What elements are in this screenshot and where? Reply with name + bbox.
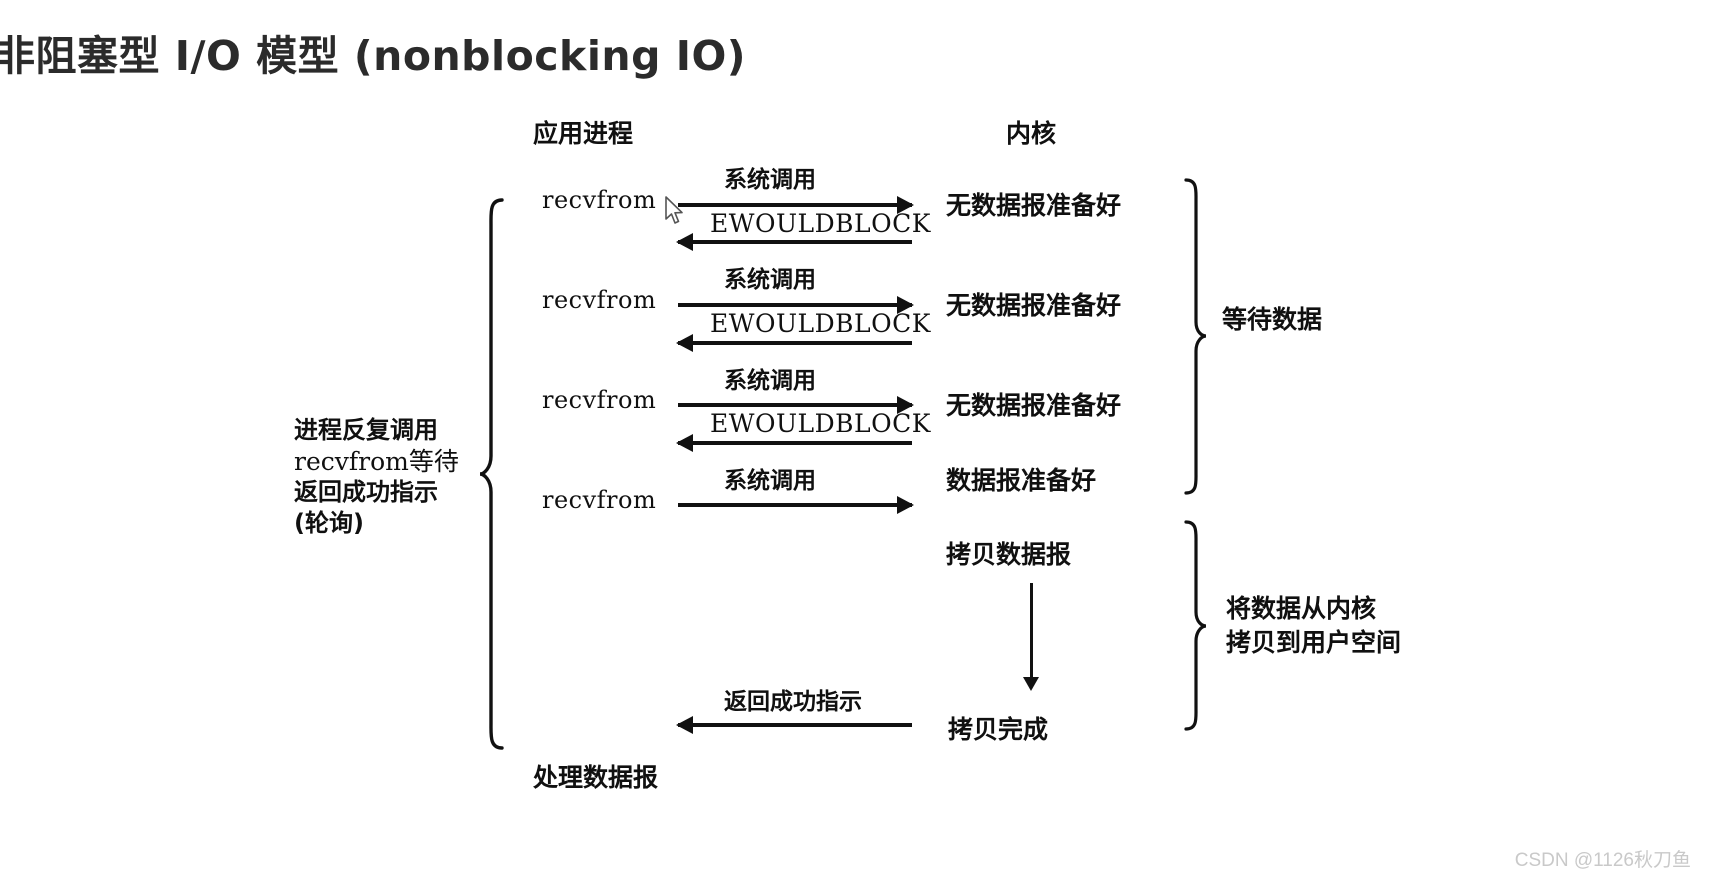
call-label-recvfrom-1: recvfrom — [542, 186, 657, 214]
page-title: 非阻塞型 I/O 模型 (nonblocking IO) — [0, 32, 747, 80]
arrow-request-1 — [678, 196, 914, 214]
brace-label-wait-data: 等待数据 — [1222, 305, 1323, 334]
arrow-request-3 — [678, 396, 914, 414]
process-note-line-4: (轮询) — [294, 509, 364, 537]
kernel-state-1: 无数据报准备好 — [946, 191, 1122, 220]
arrow-copy-down — [1023, 583, 1039, 691]
arrow-response-2 — [676, 334, 912, 352]
process-note-line-1: 进程反复调用 — [294, 416, 438, 444]
arrow-response-1 — [676, 233, 912, 251]
arrow-label-ewouldblock-2: EWOULDBLOCK — [710, 309, 931, 338]
arrow-return-success — [676, 716, 912, 734]
call-label-recvfrom-4: recvfrom — [542, 486, 657, 514]
arrow-request-4 — [678, 496, 914, 514]
process-note-line-2: recvfrom等待 — [294, 447, 459, 476]
arrow-label-return-success: 返回成功指示 — [724, 689, 862, 715]
wait-data-brace — [1182, 178, 1208, 496]
arrow-label-syscall-4: 系统调用 — [724, 468, 816, 494]
arrow-label-ewouldblock-3: EWOULDBLOCK — [710, 409, 931, 438]
kernel-state-2: 无数据报准备好 — [946, 291, 1122, 320]
arrow-label-syscall-3: 系统调用 — [724, 368, 816, 394]
brace-label-copy-to-user-line-1: 将数据从内核 — [1226, 594, 1377, 623]
watermark: CSDN @1126秋刀鱼 — [1514, 850, 1691, 871]
bottom-label-process-datagram: 处理数据报 — [533, 763, 659, 792]
kernel-state-3: 无数据报准备好 — [946, 391, 1122, 420]
column-heading-kernel: 内核 — [1006, 119, 1057, 148]
column-heading-application: 应用进程 — [533, 119, 634, 148]
copy-to-user-brace — [1182, 520, 1208, 732]
copy-complete-label: 拷贝完成 — [948, 715, 1049, 744]
arrow-label-syscall-1: 系统调用 — [724, 167, 816, 193]
process-note-line-3: 返回成功指示 — [294, 478, 438, 506]
mouse-pointer-icon — [664, 196, 686, 226]
copy-datagram-label: 拷贝数据报 — [946, 540, 1072, 569]
brace-label-copy-to-user-line-2: 拷贝到用户空间 — [1226, 628, 1402, 657]
call-label-recvfrom-3: recvfrom — [542, 386, 657, 414]
arrow-label-syscall-2: 系统调用 — [724, 267, 816, 293]
arrow-response-3 — [676, 434, 912, 452]
arrow-request-2 — [678, 296, 914, 314]
kernel-state-4: 数据报准备好 — [946, 466, 1097, 495]
process-note: 进程反复调用 recvfrom等待 返回成功指示 (轮询) — [294, 415, 459, 539]
process-brace — [478, 198, 504, 750]
brace-label-copy-to-user: 将数据从内核 拷贝到用户空间 — [1226, 592, 1401, 660]
arrow-label-ewouldblock-1: EWOULDBLOCK — [710, 209, 931, 238]
call-label-recvfrom-2: recvfrom — [542, 286, 657, 314]
